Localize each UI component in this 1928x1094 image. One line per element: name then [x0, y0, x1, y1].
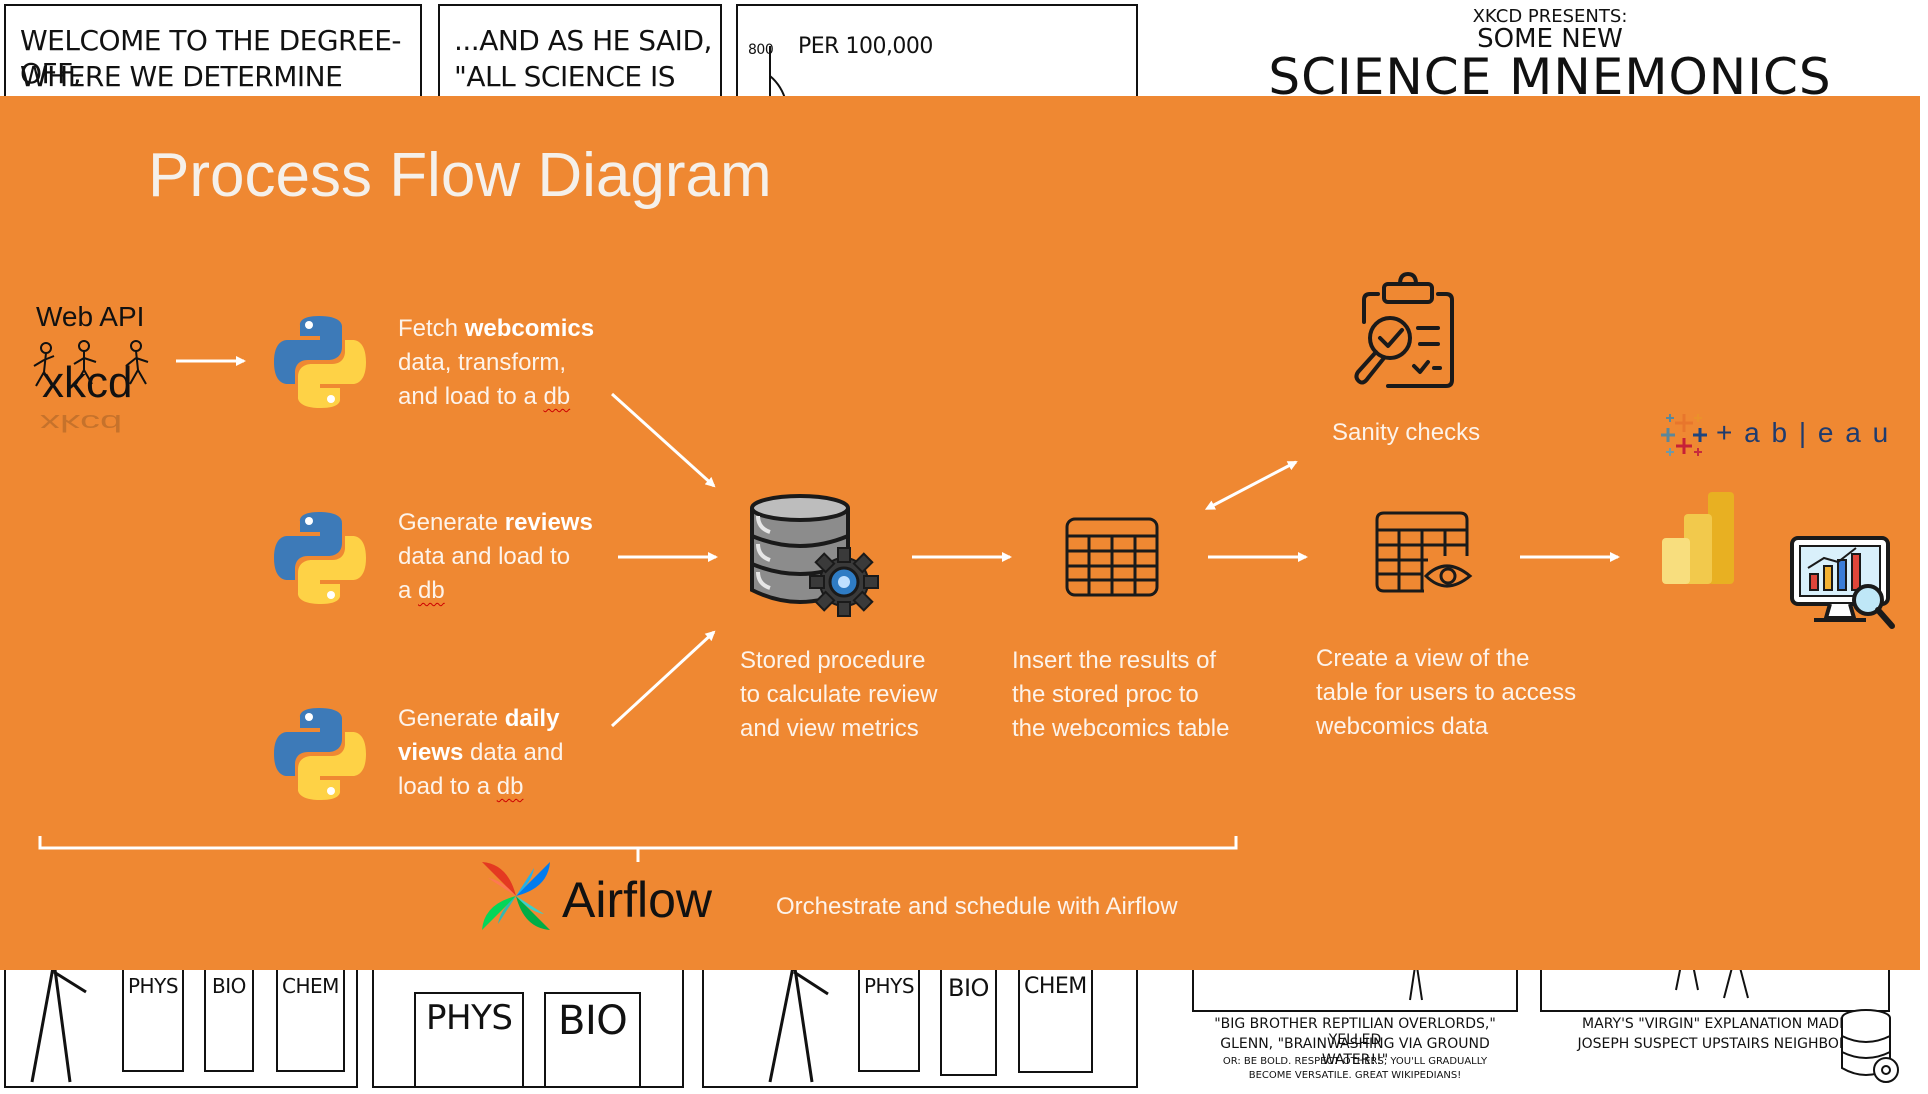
label-line: data, transform,	[398, 349, 567, 376]
label-line: Fetch webcomics	[398, 312, 594, 346]
comic-chart-tick: 800	[748, 42, 774, 58]
comic-text-line2: WHERE WE DETERMINE	[20, 60, 343, 93]
views-step-label: Generate daily views data and load to a …	[398, 702, 563, 804]
web-api-label: Web API	[36, 301, 145, 332]
xkcd-logo-reflection: xkcd	[40, 409, 123, 437]
label-text: db	[496, 773, 524, 800]
box-bio: BIO	[940, 970, 997, 1076]
reviews-step-label: Generate reviews data and load to a db	[398, 506, 593, 608]
label-text: Fetch	[398, 315, 465, 342]
python-icon	[274, 316, 366, 408]
caption-line: JOSEPH SUSPECT UPSTAIRS NEIGHBOR.	[1577, 1036, 1853, 1052]
caption-line: OR: BE BOLD. RESPECT OTHERS; YOU'LL GRAD…	[1222, 1056, 1488, 1067]
label-line: Generate reviews	[398, 506, 593, 540]
diagram-title: Process Flow Diagram	[148, 141, 772, 210]
xkcd-logo-icon	[33, 340, 149, 387]
box-chem: CHEM	[1018, 970, 1093, 1073]
label-bold: views	[398, 739, 464, 766]
database-gear-icon	[750, 494, 879, 617]
airflow-icon	[482, 862, 550, 930]
stored-proc-label: Stored procedure to calculate review and…	[740, 644, 937, 746]
xkcd-logo-text: xkcd	[42, 358, 133, 407]
caption-line: BECOME VERSATILE. GREAT WIKIPEDIANS!	[1248, 1070, 1462, 1081]
label-line: views data and	[398, 736, 563, 770]
comic-panel-bottom-5: MARY'S "VIRGIN" EXPLANATION MADE JOSEPH …	[1538, 960, 1892, 1090]
fetch-step-label: Fetch webcomics data, transform, and loa…	[398, 312, 594, 414]
comic-text-line1: ...AND AS HE SAID,	[454, 24, 712, 57]
box-phys: PHYS	[858, 970, 921, 1072]
mnemonics-some-new: SOME NEW	[1477, 24, 1623, 54]
create-view-label: Create a view of the table for users to …	[1316, 642, 1576, 744]
caption-line: "BIG BROTHER REPTILIAN OVERLORDS," YELLE…	[1214, 1016, 1496, 1048]
comic-chart-label: PER 100,000	[798, 34, 933, 59]
comic-frame	[1540, 960, 1890, 1012]
comic-panel-bottom-4: "BIG BROTHER REPTILIAN OVERLORDS," YELLE…	[1190, 960, 1520, 1090]
label-line: the webcomics table	[1012, 715, 1230, 742]
label-text: db	[418, 577, 445, 604]
comic-panel-science: ...AND AS HE SAID, "ALL SCIENCE IS	[438, 4, 722, 114]
label-text: data and	[463, 739, 564, 766]
insert-results-label: Insert the results of the stored proc to…	[1012, 644, 1229, 746]
mnemonics-presents: XKCD PRESENTS:	[1472, 6, 1628, 27]
comic-panel-chart: 800 PER 100,000	[736, 4, 1138, 114]
comic-text-line1: WELCOME TO THE DEGREE-OFF,	[20, 24, 402, 90]
label-line: Stored procedure	[740, 647, 926, 674]
label-line: and load to a db	[398, 380, 594, 414]
label-line: data and load to	[398, 543, 571, 570]
label-text: and load to a	[398, 383, 544, 410]
label-line: table for users to access	[1316, 679, 1577, 706]
comic-panel-bottom-3: PHYS BIO CHEM	[702, 960, 1138, 1088]
python-icon	[274, 512, 366, 604]
label-line: and view metrics	[740, 715, 919, 742]
caption-line: MARY'S "VIRGIN" EXPLANATION MADE	[1582, 1016, 1848, 1032]
box-bio: BIO	[544, 992, 642, 1086]
label-bold: daily	[504, 705, 560, 732]
box-bio: BIO	[204, 970, 254, 1072]
power-bi-icon	[1662, 492, 1734, 584]
sanity-checks-label: Sanity checks	[1332, 419, 1481, 446]
mnemonics-header: XKCD PRESENTS: SOME NEW SCIENCE MNEMONIC…	[1180, 4, 1920, 106]
table-icon	[1065, 517, 1159, 597]
label-bold: reviews	[504, 509, 593, 536]
stick-figure-drawing	[768, 962, 829, 1083]
comic-panel-bottom-1: PHYS BIO CHEM	[4, 960, 358, 1088]
label-line: webcomics data	[1316, 713, 1489, 740]
label-line: a db	[398, 574, 593, 608]
comic-panel-degree-off: WELCOME TO THE DEGREE-OFF, WHERE WE DETE…	[4, 4, 422, 114]
comic-text-line2: "ALL SCIENCE IS	[454, 60, 676, 93]
box-phys: PHYS	[122, 970, 185, 1072]
label-text: load to a	[398, 773, 497, 800]
label-line: Insert the results of	[1012, 647, 1217, 674]
tableau-wordmark: + a b | e a u	[1716, 417, 1891, 448]
label-bold: webcomics	[464, 315, 595, 342]
table-view-icon	[1375, 511, 1473, 593]
box-phys: PHYS	[414, 992, 525, 1086]
caption-line: GLENN, "BRAINWASHING VIA GROUND WATER!!"	[1220, 1036, 1490, 1068]
label-line: to calculate review	[740, 681, 938, 708]
box-chem: CHEM	[276, 970, 345, 1072]
monitor-chart-icon	[1790, 536, 1895, 629]
label-line: the stored proc to	[1012, 681, 1199, 708]
tableau-icon	[1661, 414, 1707, 456]
database-gear-icon-small	[1841, 1009, 1899, 1083]
airflow-caption: Orchestrate and schedule with Airflow	[776, 893, 1178, 920]
stick-figure-drawing	[1675, 960, 1749, 999]
stick-figure-drawing	[30, 962, 87, 1083]
python-icon	[274, 708, 366, 800]
label-text: db	[543, 383, 571, 410]
label-text: a	[398, 577, 419, 604]
clipboard-check-icon	[1354, 272, 1454, 388]
label-line: Generate daily	[398, 702, 563, 736]
airflow-wordmark: Airflow	[562, 872, 713, 928]
label-line: load to a db	[398, 770, 563, 804]
comic-frame	[1192, 960, 1518, 1012]
label-line: Create a view of the	[1316, 645, 1530, 672]
label-text: Generate	[398, 705, 505, 732]
comic-panel-bottom-2: PHYS BIO	[372, 960, 684, 1088]
label-text: Generate	[398, 509, 505, 536]
